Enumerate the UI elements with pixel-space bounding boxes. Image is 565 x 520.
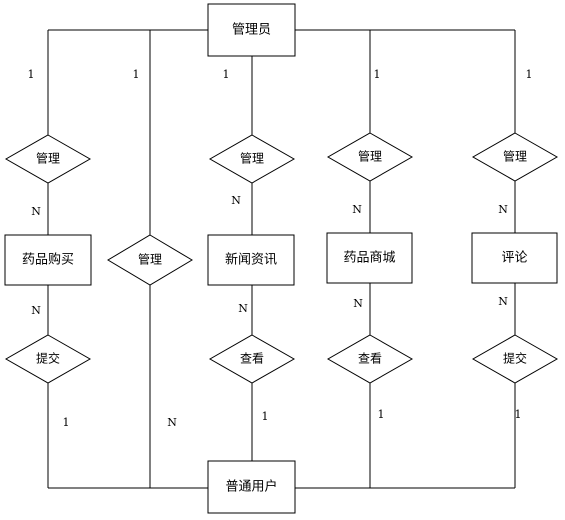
cardinality-user-submit-comment: 1 xyxy=(515,408,522,421)
relationship-manage-user: 管理 xyxy=(107,234,193,286)
relationship-manage-user-label: 管理 xyxy=(138,252,162,267)
entity-news: 新闻资讯 xyxy=(207,234,295,286)
cardinality-admin-user: 1 xyxy=(133,68,140,81)
entity-drug-mall-label: 药品商城 xyxy=(343,251,395,266)
entity-drug-mall: 药品商城 xyxy=(326,232,413,284)
entity-user-label: 普通用户 xyxy=(225,479,277,495)
cardinality-labels: 1 1 1 1 1 N N N N N N N N 1 N 1 1 1 xyxy=(28,68,533,429)
relationship-manage-mall: 管理 xyxy=(326,132,414,182)
entity-drug-purchase-label: 药品购买 xyxy=(22,252,74,268)
entity-admin: 管理员 xyxy=(207,3,296,57)
entity-user: 普通用户 xyxy=(207,460,296,514)
relationship-manage-purchase: 管理 xyxy=(4,134,92,184)
relationship-manage-mall-label: 管理 xyxy=(358,149,382,164)
cardinality-user-view-news: 1 xyxy=(262,410,269,423)
cardinality-news-manage: N xyxy=(231,194,241,207)
cardinality-mall-manage: N xyxy=(352,203,362,216)
cardinality-comment-submit: N xyxy=(498,295,508,308)
cardinality-purchase-manage: N xyxy=(31,205,41,218)
relationship-submit-comment-label: 提交 xyxy=(503,351,527,366)
relationship-view-news: 查看 xyxy=(208,334,296,384)
cardinality-comment-manage: N xyxy=(498,203,508,216)
relationship-view-mall-label: 查看 xyxy=(358,352,382,366)
relationship-submit-purchase-label: 提交 xyxy=(36,351,60,366)
entity-admin-label: 管理员 xyxy=(232,23,271,38)
cardinality-admin-news: 1 xyxy=(223,68,230,81)
relationship-manage-comment: 管理 xyxy=(471,132,559,182)
relationship-manage-news-label: 管理 xyxy=(240,151,264,166)
cardinality-mall-view: N xyxy=(353,297,363,310)
relationship-manage-comment-label: 管理 xyxy=(503,149,527,164)
relationship-submit-comment: 提交 xyxy=(471,334,559,384)
relationship-manage-purchase-label: 管理 xyxy=(36,151,60,166)
cardinality-user-view-mall: 1 xyxy=(378,408,385,421)
entity-news-label: 新闻资讯 xyxy=(225,252,277,268)
relationship-submit-purchase: 提交 xyxy=(4,334,92,384)
entity-drug-purchase: 药品购买 xyxy=(4,234,92,286)
relationship-view-news-label: 查看 xyxy=(240,352,264,366)
cardinality-user-submit-purchase: 1 xyxy=(63,416,70,429)
entity-comment: 评论 xyxy=(471,232,558,284)
cardinality-news-view: N xyxy=(238,302,248,315)
relationship-view-mall: 查看 xyxy=(326,334,414,384)
cardinality-admin-comment: 1 xyxy=(526,68,533,81)
connector-lines xyxy=(47,29,516,489)
cardinality-admin-mall: 1 xyxy=(374,68,381,81)
cardinality-purchase-submit: N xyxy=(31,304,41,317)
cardinality-user-manage: N xyxy=(167,416,177,429)
relationship-manage-news: 管理 xyxy=(208,134,296,184)
cardinality-admin-purchase: 1 xyxy=(28,68,35,81)
entity-comment-label: 评论 xyxy=(501,251,527,266)
